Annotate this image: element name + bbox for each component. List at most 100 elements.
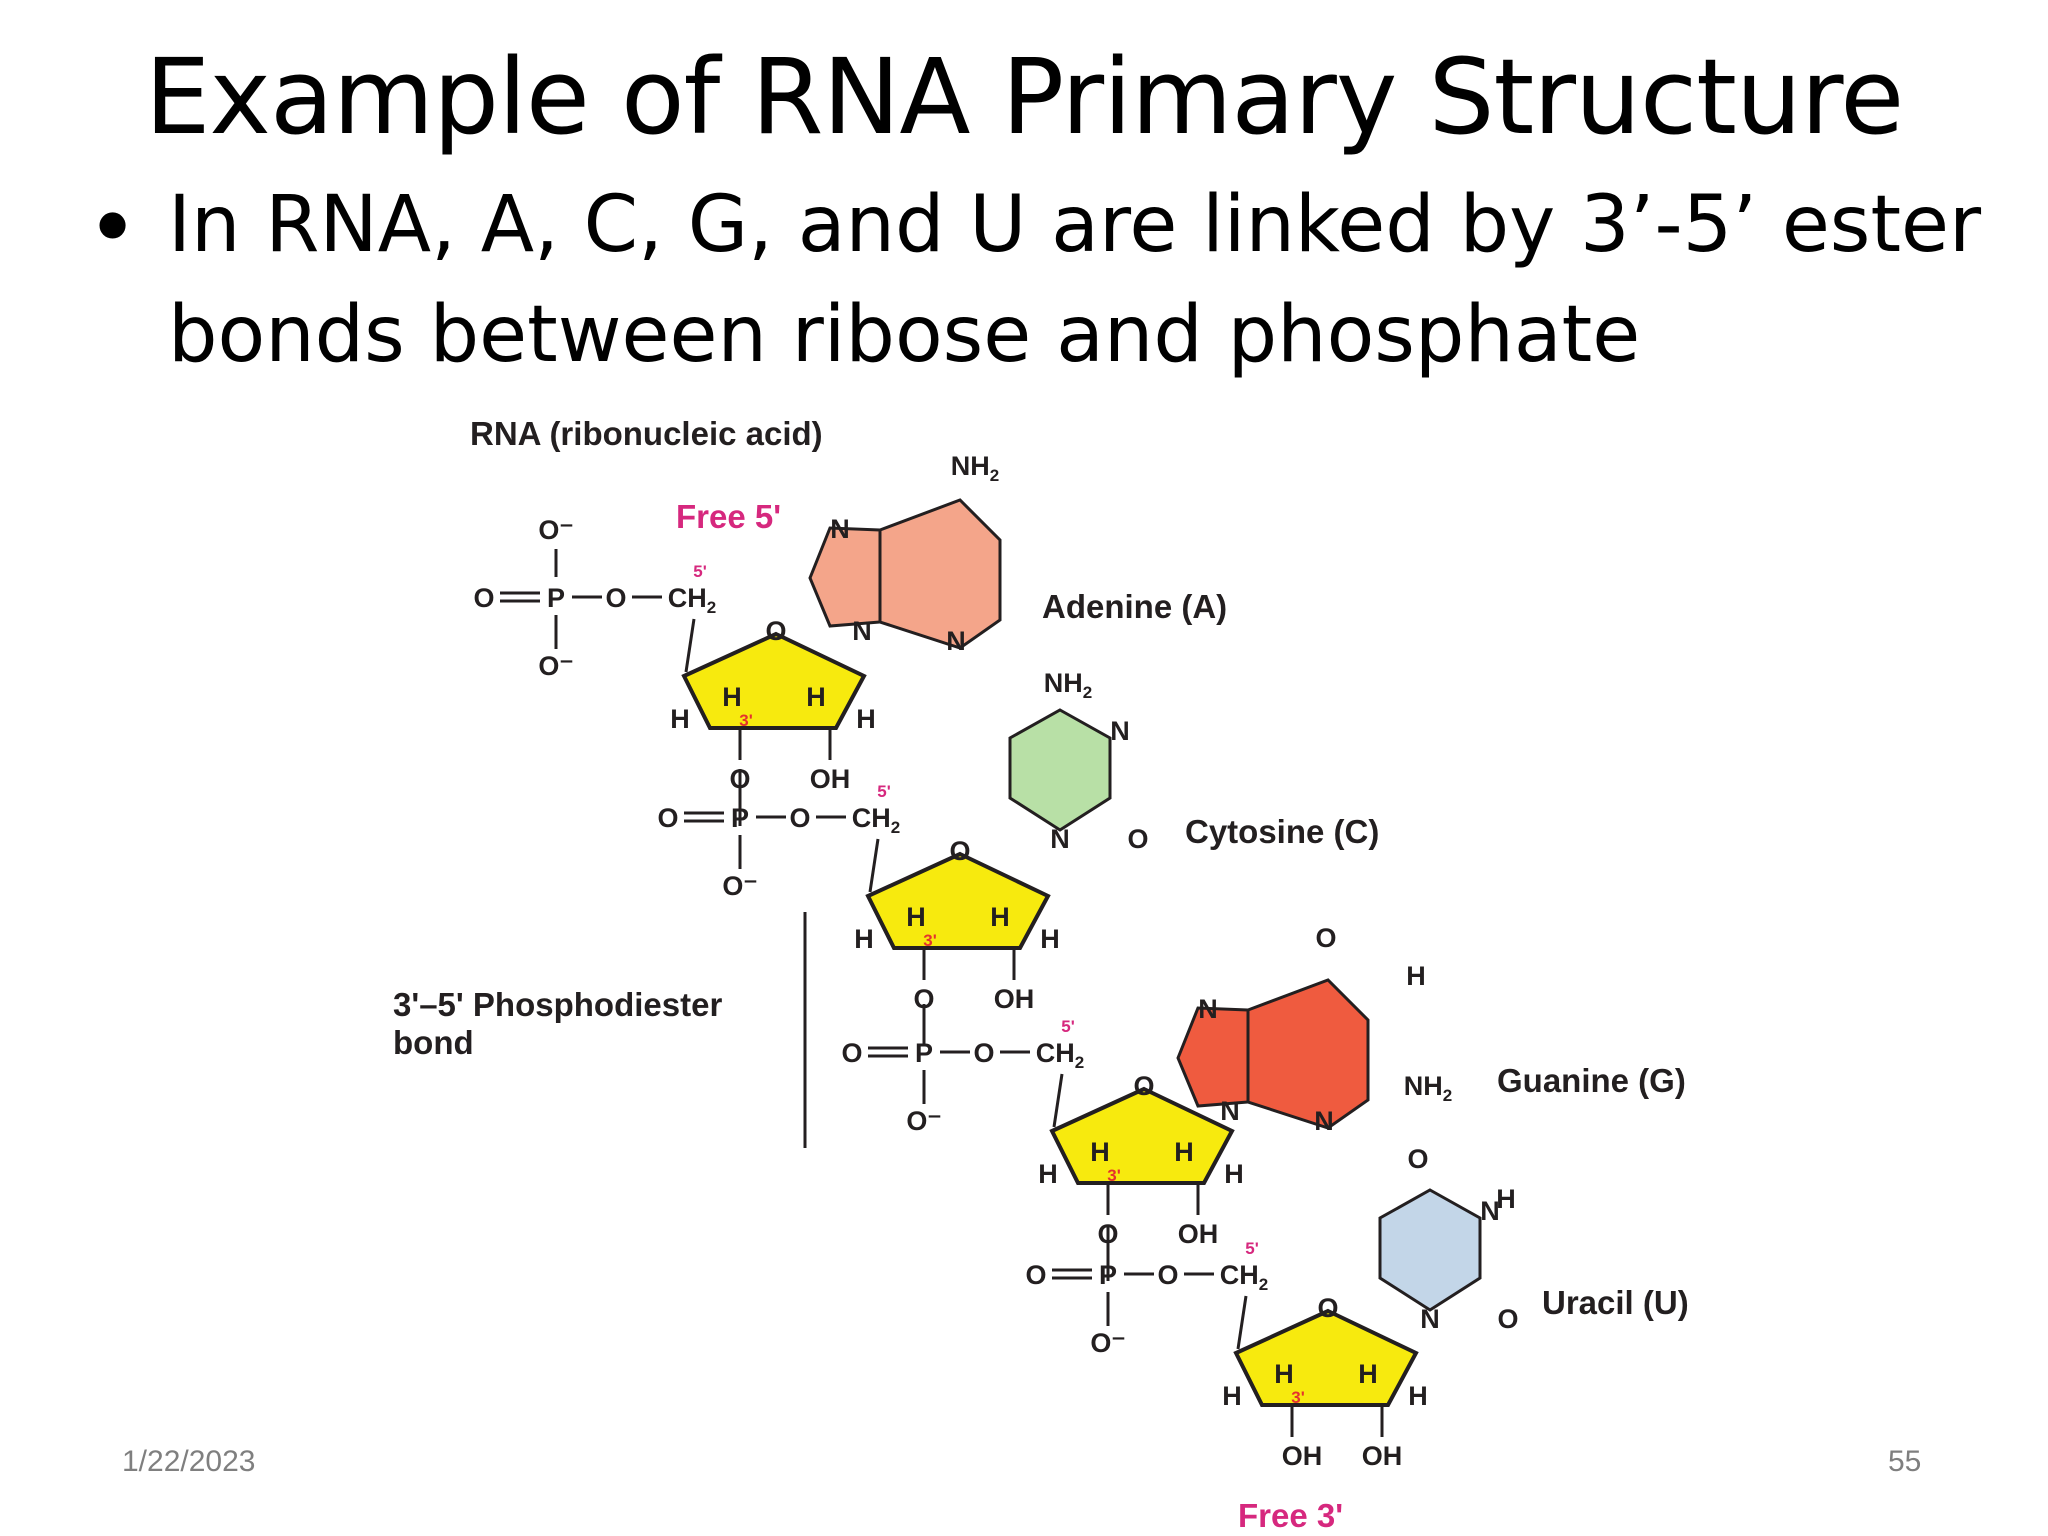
base-4-c2-oxygen: O [1497, 1304, 1518, 1334]
base-4-ring [1378, 1188, 1482, 1312]
nucleotide-1-h-c1: H [856, 704, 876, 734]
bond-line [1052, 1073, 1064, 1128]
base-1-n7: N [830, 514, 850, 544]
nucleotide-1-ring-oxygen: O [765, 616, 786, 646]
bond-line [684, 618, 696, 673]
base-4-n3: N [1480, 1196, 1500, 1226]
nucleotide-1-ch2: CH2 [668, 583, 716, 617]
base-3-n1-hydrogen: H [1406, 961, 1426, 991]
base-3-ring [1246, 978, 1370, 1130]
nucleotide-1-h-c4: H [670, 704, 690, 734]
bond-line [1236, 1295, 1248, 1350]
nucleotide-2-ester-oxygen: O [789, 803, 810, 833]
nucleotide-2-two-prime-oh: OH [994, 984, 1035, 1014]
free-5-prime-label: Free 5' [676, 498, 781, 535]
nucleotide-4-h-c4: H [1222, 1381, 1242, 1411]
base-3-n3: N [1314, 1106, 1334, 1136]
nucleotide-3-ribose-ring [1049, 1086, 1235, 1185]
nucleotide-3-phosphate-o-minus-bottom: O⁻ [906, 1106, 941, 1136]
nucleotide-4-h-c1: H [1408, 1381, 1428, 1411]
nucleotide-4-two-prime-oh: OH [1362, 1441, 1403, 1471]
nucleotide-2-ribose-ring [865, 851, 1051, 950]
nucleotide-3-five-prime-marker: 5' [1061, 1017, 1075, 1036]
diagram-labels: RNA (ribonucleic acid) Free 5' Free 3' 3… [393, 415, 1343, 1534]
bullet-text-line-1: In RNA, A, C, G, and U are linked by 3’-… [168, 180, 1982, 270]
rna-structure-diagram: RNA (ribonucleic acid) Free 5' Free 3' 3… [393, 415, 1689, 1534]
base-4-label: Uracil (U) [1542, 1284, 1689, 1321]
nucleotide-3-h-c4: H [1038, 1159, 1058, 1189]
nucleotide-4-h-right: H [1358, 1359, 1378, 1389]
nucleotide-3-two-prime-oh: OH [1178, 1219, 1219, 1249]
bullet-marker: • [86, 176, 140, 281]
nucleotide-2-five-prime-marker: 5' [877, 782, 891, 801]
nucleotide-4-three-prime-marker: 3' [1291, 1388, 1305, 1407]
nucleotide-2-phosphate-oxygen: O [657, 803, 678, 833]
nucleotide-4-ester-oxygen: O [1157, 1260, 1178, 1290]
nucleotide-4-ribose-ring [1233, 1308, 1419, 1407]
base-3-n9: N [1220, 1096, 1240, 1126]
nucleotide-2-h-left: H [906, 902, 926, 932]
base-1-label: Adenine (A) [1042, 588, 1227, 625]
base-2-amino-group: NH2 [1044, 668, 1092, 702]
nucleotide-4-h-left: H [1274, 1359, 1294, 1389]
base-3-amino-group: NH2 [1404, 1071, 1452, 1105]
base-2-label: Cytosine (C) [1185, 813, 1379, 850]
bond-line [868, 838, 880, 893]
base-3-label: Guanine (G) [1497, 1062, 1686, 1099]
phosphodiester-label-line1: 3'–5' Phosphodiester [393, 986, 722, 1023]
nucleotide-1-three-prime-marker: 3' [739, 711, 753, 730]
nucleotide-2-three-prime-marker: 3' [923, 931, 937, 950]
nucleotide-2-ring-oxygen: O [949, 836, 970, 866]
nucleotide-1-phosphate-o-minus-top: O⁻ [538, 515, 573, 545]
nucleotide-2-h-c1: H [1040, 924, 1060, 954]
base-1-amino-group: NH2 [951, 451, 999, 485]
diagram-heading: RNA (ribonucleic acid) [470, 415, 823, 452]
base-3-imidazole-ring [1176, 1006, 1250, 1108]
nucleotide-1-phosphorus: P [547, 583, 565, 613]
base-2-c2-oxygen: O [1127, 824, 1148, 854]
base-4-n1: N [1420, 1304, 1440, 1334]
nucleotide-1-h-right: H [806, 682, 826, 712]
base-1-n3: N [946, 626, 966, 656]
nucleotide-1-h-left: H [722, 682, 742, 712]
base-2-n3: N [1110, 716, 1130, 746]
free-3-prime-label: Free 3' [1238, 1497, 1343, 1534]
base-4-n3-hydrogen: H [1496, 1184, 1516, 1214]
nucleotide-3-h-c1: H [1224, 1159, 1244, 1189]
nucleotide-4-phosphorus: P [1099, 1260, 1117, 1290]
nucleotide-2-h-c4: H [854, 924, 874, 954]
base-1-ring [878, 498, 1002, 650]
nucleotide-4-three-prime-oh: OH [1282, 1441, 1323, 1471]
base-1-n9: N [852, 616, 872, 646]
nucleotide-2-phosphate-o-minus-bottom: O⁻ [722, 871, 757, 901]
nucleotide-3-h-left: H [1090, 1137, 1110, 1167]
nucleotide-3-three-prime-marker: 3' [1107, 1166, 1121, 1185]
bullet-text: In RNA, A, C, G, and U are linked by 3’-… [168, 170, 2008, 390]
nucleotide-4-ring-oxygen: O [1317, 1293, 1338, 1323]
nucleotide-1-five-prime-marker: 5' [693, 562, 707, 581]
base-2-ring [1008, 708, 1112, 832]
nucleotide-1-phosphate-oxygen: O [473, 583, 494, 613]
nucleotide-2-h-right: H [990, 902, 1010, 932]
base-3-n7: N [1198, 994, 1218, 1024]
nucleotide-4-phosphate-oxygen: O [1025, 1260, 1046, 1290]
nucleotide-2-ch2: CH2 [852, 803, 900, 837]
nucleotide-1-two-prime-oh: OH [810, 764, 851, 794]
nucleotide-3-ester-oxygen: O [973, 1038, 994, 1068]
nucleotide-1-ester-oxygen: O [605, 583, 626, 613]
slide-number: 55 [1888, 1445, 1922, 1478]
nucleotide-4-phosphate-o-minus-bottom: O⁻ [1090, 1328, 1125, 1358]
base-2-n1: N [1050, 824, 1070, 854]
nucleotide-3-h-right: H [1174, 1137, 1194, 1167]
nucleotide-1-ribose-ring [681, 631, 867, 730]
nucleotide-3-phosphate-oxygen: O [841, 1038, 862, 1068]
nucleotide-1-phosphate-o-minus-bottom: O⁻ [538, 651, 573, 681]
nucleotide-2-three-prime-oxygen: O [913, 984, 934, 1014]
nucleotide-3-ring-oxygen: O [1133, 1071, 1154, 1101]
base-4-carbonyl-oxygen: O [1407, 1144, 1428, 1174]
slide-title: Example of RNA Primary Structure [144, 36, 1905, 158]
base-1-imidazole-ring [808, 526, 882, 628]
nucleotide-3-phosphorus: P [915, 1038, 933, 1068]
nucleotide-4-five-prime-marker: 5' [1245, 1239, 1259, 1258]
